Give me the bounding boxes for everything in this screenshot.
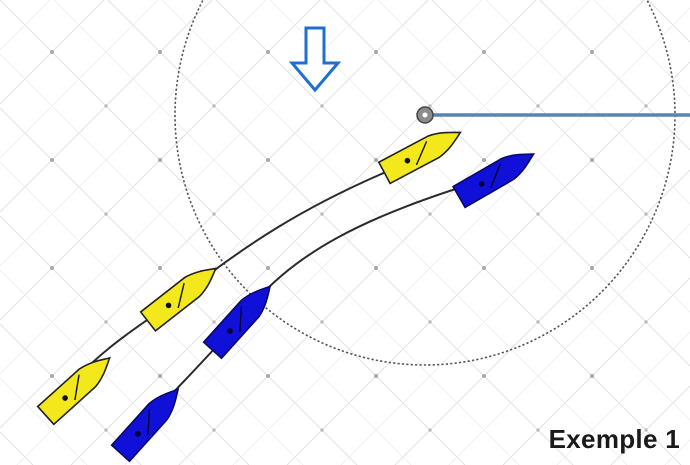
- yellow-boat-icon: [36, 356, 111, 426]
- blue-boat-icon: [202, 285, 272, 360]
- yellow-boat-icon: [139, 267, 218, 332]
- yellow-boat-icon: [377, 131, 462, 185]
- blue-boat-icon: [451, 153, 536, 209]
- mark-buoy-icon: [416, 106, 434, 124]
- blue-boat-icon: [110, 388, 180, 463]
- wind-arrow-icon: [288, 26, 342, 93]
- example-caption: Exemple 1: [548, 424, 680, 454]
